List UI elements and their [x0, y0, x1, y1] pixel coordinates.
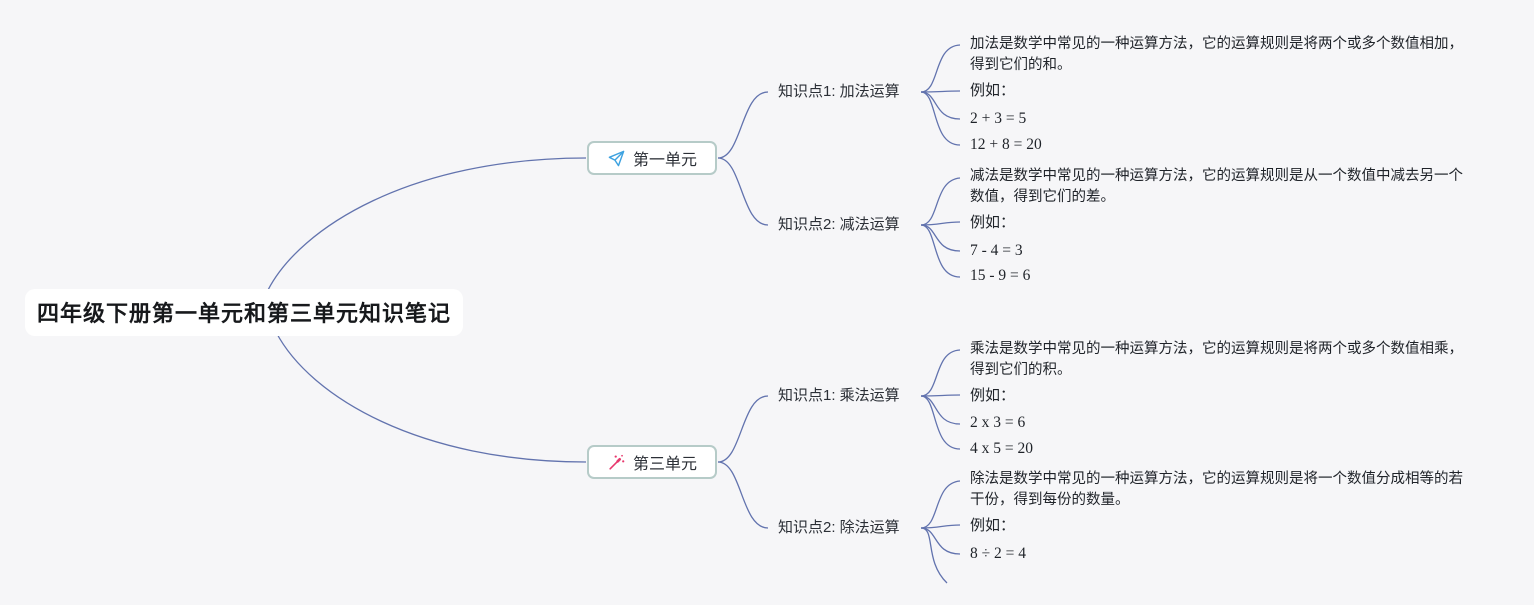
subtraction-example-label[interactable]: 例如： [970, 214, 1016, 231]
paper-plane-icon [607, 149, 626, 168]
branch-label-unit1: 第一单元 [632, 152, 697, 169]
root-title: 四年级下册第一单元和第三单元知识笔记 [37, 301, 452, 326]
addition-example-2[interactable]: 12 + 8 = 20 [970, 136, 1042, 153]
topic-division[interactable]: 知识点2: 除法运算 [778, 519, 900, 536]
branch-label-unit3: 第三单元 [632, 456, 697, 473]
magic-wand-icon [607, 453, 626, 472]
branch-node-unit1[interactable]: 第一单元 [587, 141, 717, 175]
division-description[interactable]: 除法是数学中常见的一种运算方法，它的运算规则是将一个数值分成相等的若干份，得到每… [970, 471, 1463, 508]
topic-addition[interactable]: 知识点1: 加法运算 [778, 83, 900, 100]
branch-node-unit3[interactable]: 第三单元 [587, 445, 717, 479]
subtraction-example-1[interactable]: 7 - 4 = 3 [970, 242, 1023, 259]
topic-multiplication[interactable]: 知识点1: 乘法运算 [778, 387, 900, 404]
multiplication-example-2[interactable]: 4 x 5 = 20 [970, 440, 1033, 457]
root-node[interactable]: 四年级下册第一单元和第三单元知识笔记 [25, 289, 464, 336]
addition-example-label[interactable]: 例如： [970, 82, 1016, 99]
multiplication-example-label[interactable]: 例如： [970, 387, 1016, 404]
multiplication-description[interactable]: 乘法是数学中常见的一种运算方法，它的运算规则是将两个或多个数值相乘，得到它们的积… [970, 341, 1463, 378]
addition-description[interactable]: 加法是数学中常见的一种运算方法，它的运算规则是将两个或多个数值相加，得到它们的和… [970, 36, 1463, 73]
multiplication-example-1[interactable]: 2 x 3 = 6 [970, 414, 1026, 431]
subtraction-description[interactable]: 减法是数学中常见的一种运算方法，它的运算规则是从一个数值中减去另一个数值，得到它… [970, 168, 1463, 205]
addition-example-1[interactable]: 2 + 3 = 5 [970, 110, 1027, 127]
topic-subtraction[interactable]: 知识点2: 减法运算 [778, 216, 900, 233]
subtraction-example-2[interactable]: 15 - 9 = 6 [970, 267, 1031, 284]
division-example-label[interactable]: 例如： [970, 517, 1016, 534]
division-example-1[interactable]: 8 ÷ 2 = 4 [970, 545, 1026, 562]
